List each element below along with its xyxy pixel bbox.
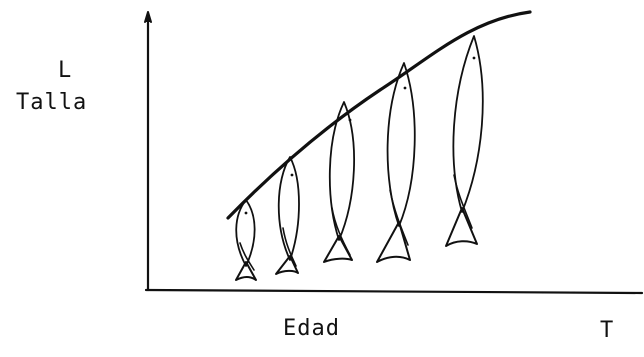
fish-icon (377, 63, 415, 262)
x-axis-symbol: T (600, 320, 613, 342)
x-axis (146, 290, 642, 293)
y-axis-label: Talla (16, 92, 87, 114)
fish-icon (236, 200, 256, 280)
y-axis-arrow (145, 12, 151, 22)
x-axis-label: Edad (283, 318, 340, 340)
growth-curve (228, 12, 530, 218)
fish-icon (276, 157, 299, 274)
fish-icon (446, 36, 483, 246)
y-axis-symbol: L (58, 60, 71, 82)
